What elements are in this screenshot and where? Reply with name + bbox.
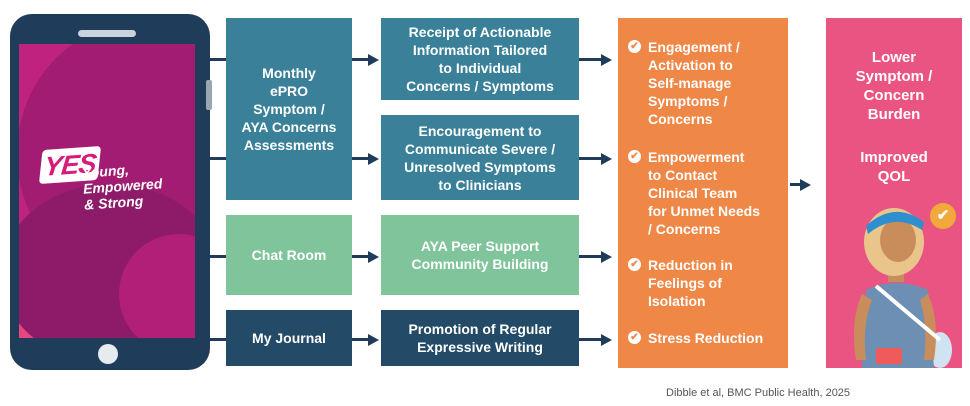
check-circle-icon: ✔ — [930, 203, 956, 229]
check-icon: ✔ — [628, 258, 641, 271]
connector-line — [352, 255, 370, 258]
citation: Dibble et al, BMC Public Health, 2025 — [666, 387, 851, 399]
connector-line — [579, 157, 603, 160]
connector-line — [790, 183, 802, 186]
arrow-head — [800, 178, 811, 191]
connector-line — [579, 58, 603, 61]
outcome-item: ✔ Reduction in Feelings of Isolation — [628, 256, 733, 310]
final-outcome-panel: Lower Symptom / Concern Burden Improved … — [826, 18, 962, 368]
app-tagline: Young, Empowered & Strong — [81, 161, 163, 213]
outcomes-panel: ✔ Engagement / Activation to Self-manage… — [618, 18, 788, 368]
arrow-head — [601, 152, 612, 165]
phone-side-button — [206, 80, 212, 110]
connector-line — [352, 157, 370, 160]
arrow-head — [601, 53, 612, 66]
connector-line — [210, 58, 226, 61]
mechanism-peer-support: AYA Peer Support Community Building — [381, 215, 579, 295]
final-outcome-primary: Lower Symptom / Concern Burden — [855, 49, 933, 123]
check-icon: ✔ — [628, 150, 641, 163]
arrow-head — [601, 333, 612, 346]
input-my-journal: My Journal — [226, 310, 352, 366]
check-icon: ✔ — [628, 331, 641, 344]
phone-speaker — [78, 30, 136, 37]
connector-line — [579, 255, 603, 258]
connector-line — [352, 58, 370, 61]
app-splash-graphic — [19, 44, 195, 338]
outcome-item: ✔ Stress Reduction — [628, 329, 763, 347]
arrow-head — [368, 53, 379, 66]
mechanism-encouragement-to-communicate: Encouragement to Communicate Severe / Un… — [381, 115, 579, 200]
check-icon: ✔ — [628, 40, 641, 53]
outcome-item: ✔ Engagement / Activation to Self-manage… — [628, 38, 740, 128]
connector-line — [352, 338, 370, 341]
arrow-head — [601, 250, 612, 263]
young-adult-illustration — [854, 208, 952, 368]
arrow-head — [368, 152, 379, 165]
connector-line — [210, 157, 226, 160]
outcome-item: ✔ Empowerment to Contact Clinical Team f… — [628, 148, 760, 238]
arrow-head — [368, 250, 379, 263]
connector-line — [579, 338, 603, 341]
mechanism-actionable-information: Receipt of Actionable Information Tailor… — [381, 18, 579, 100]
input-chat-room: Chat Room — [226, 215, 352, 295]
final-outcome-secondary: Improved QOL — [860, 149, 928, 185]
phone-home-button — [98, 344, 118, 364]
connector-line — [210, 255, 226, 258]
arrow-head — [368, 333, 379, 346]
mechanism-expressive-writing: Promotion of Regular Expressive Writing — [381, 310, 579, 366]
connector-line — [210, 338, 226, 341]
input-epro-assessments: Monthly ePRO Symptom / AYA Concerns Asse… — [226, 18, 352, 200]
phone-screen: YES Young, Empowered & Strong — [19, 44, 195, 338]
